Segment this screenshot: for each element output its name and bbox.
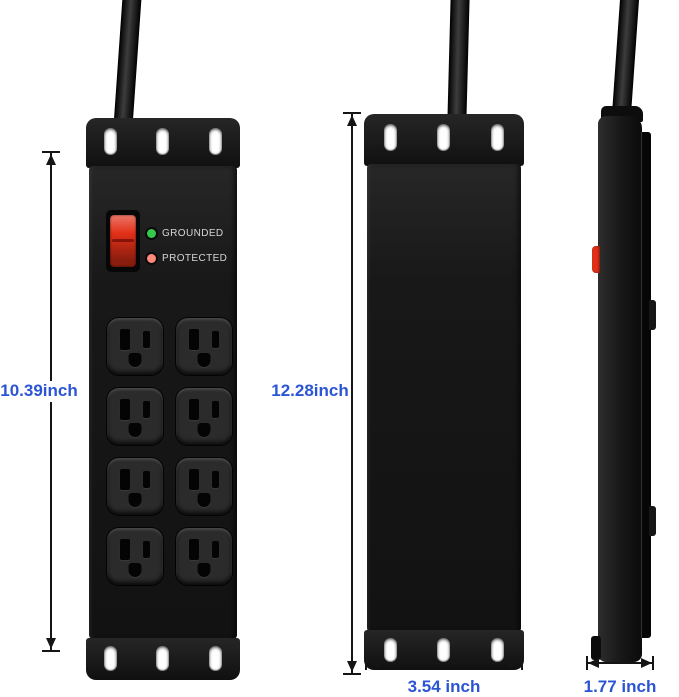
front-top-mounting-flange	[86, 118, 240, 168]
arrow-down-icon	[46, 638, 56, 649]
outlet	[107, 318, 163, 375]
outlet-slot-left	[189, 329, 199, 350]
outlet-slot-left	[120, 399, 130, 420]
outlet	[107, 388, 163, 445]
protected-indicator: PROTECTED	[147, 253, 227, 264]
screw-hole	[384, 124, 397, 151]
dimension-tick	[42, 650, 60, 652]
outlet-slot-right	[212, 541, 219, 558]
grounded-label: GROUNDED	[162, 228, 224, 239]
side-flange-edge	[641, 132, 651, 638]
back-strip-body	[367, 164, 521, 632]
arrow-right-icon	[641, 658, 652, 668]
dimension-tick	[343, 112, 361, 114]
screw-hole	[491, 124, 504, 151]
dimension-tick	[42, 151, 60, 153]
screw-hole	[156, 128, 169, 155]
side-bottom-step	[591, 636, 601, 660]
outlet-slot-right	[143, 471, 150, 488]
outlet-ground-hole	[197, 563, 211, 577]
outlet-ground-hole	[197, 423, 211, 437]
outlet-ground-hole	[128, 423, 142, 437]
outlet-slot-right	[212, 331, 219, 348]
protected-led-icon	[147, 254, 156, 263]
outlet-slot-left	[120, 539, 130, 560]
screw-hole	[104, 646, 117, 671]
outlet-slot-right	[143, 331, 150, 348]
dimension-line	[588, 662, 652, 664]
dimension-tick	[521, 656, 523, 670]
outlet-ground-hole	[197, 353, 211, 367]
outlet-grid	[107, 318, 232, 585]
side-mounting-tab	[649, 506, 656, 536]
back-top-mounting-flange	[364, 114, 524, 166]
outlet-slot-left	[120, 469, 130, 490]
screw-hole	[491, 638, 504, 662]
outlet	[176, 528, 232, 585]
dimension-tick	[586, 656, 588, 670]
outlet-slot-right	[212, 401, 219, 418]
outlet-ground-hole	[128, 563, 142, 577]
screw-hole	[156, 646, 169, 671]
screw-hole	[104, 128, 117, 155]
arrow-down-icon	[347, 661, 357, 672]
arrow-up-icon	[347, 115, 357, 126]
outlet	[107, 458, 163, 515]
arrow-left-icon	[368, 658, 379, 668]
dimension-tick	[343, 673, 361, 675]
dimension-tick	[652, 656, 654, 670]
back-bottom-mounting-flange	[364, 630, 524, 670]
outlet	[107, 528, 163, 585]
front-height-label: 10.39inch	[0, 381, 78, 402]
dimension-line	[367, 662, 521, 664]
outlet-slot-right	[143, 401, 150, 418]
outlet-slot-left	[189, 469, 199, 490]
side-depth-label: 1.77 inch	[577, 677, 663, 697]
outlet-slot-left	[189, 539, 199, 560]
grounded-led-icon	[147, 229, 156, 238]
arrow-left-icon	[588, 658, 599, 668]
screw-hole	[437, 124, 450, 151]
front-bottom-mounting-flange	[86, 638, 240, 680]
back-height-label: 12.28inch	[270, 381, 350, 402]
power-switch	[106, 210, 140, 272]
dimension-tick	[365, 656, 367, 670]
outlet-ground-hole	[128, 353, 142, 367]
arrow-right-icon	[509, 658, 520, 668]
side-power-switch	[592, 246, 600, 273]
outlet	[176, 388, 232, 445]
outlet-slot-right	[143, 541, 150, 558]
back-width-label: 3.54 inch	[394, 677, 494, 697]
screw-hole	[209, 646, 222, 671]
arrow-up-icon	[46, 154, 56, 165]
screw-hole	[384, 638, 397, 662]
power-cord-back	[447, 0, 470, 131]
side-mounting-tab	[649, 300, 656, 330]
outlet-ground-hole	[128, 493, 142, 507]
outlet	[176, 318, 232, 375]
screw-hole	[437, 638, 450, 662]
rocker-switch-icon	[110, 215, 136, 267]
outlet-slot-left	[120, 329, 130, 350]
protected-label: PROTECTED	[162, 253, 228, 264]
outlet-ground-hole	[197, 493, 211, 507]
power-cord-front	[112, 0, 143, 137]
outlet	[176, 458, 232, 515]
dimension-line	[351, 114, 353, 673]
outlet-slot-left	[189, 399, 199, 420]
outlet-slot-right	[212, 471, 219, 488]
side-profile-body	[598, 116, 642, 662]
screw-hole	[209, 128, 222, 155]
grounded-indicator: GROUNDED	[147, 228, 224, 239]
